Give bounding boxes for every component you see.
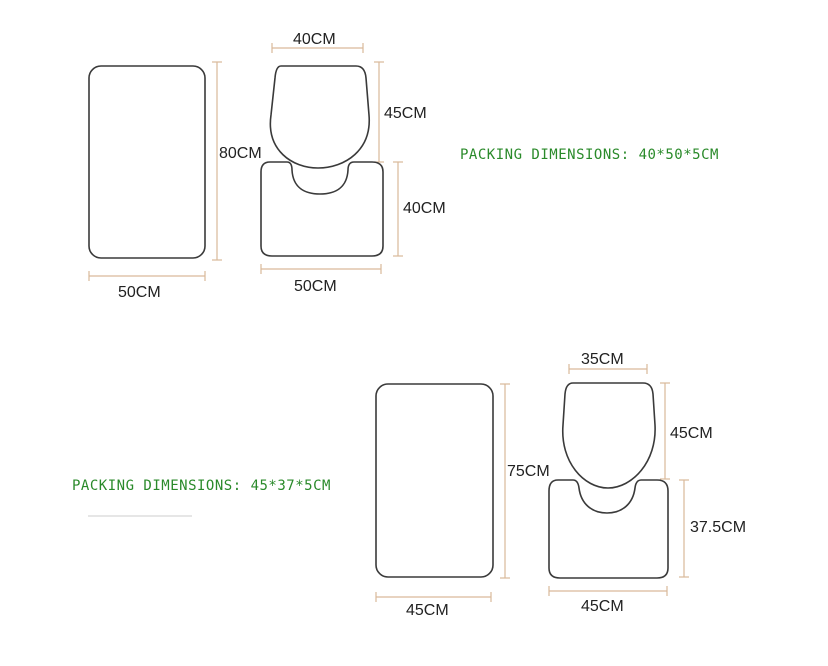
set1-lid-height-label: 45CM [384,105,427,122]
set1-contour-width-label: 50CM [294,278,337,295]
set2-lid-height-label: 45CM [670,425,713,442]
set1-bath-mat-width-label: 50CM [118,284,161,301]
set2-contour-width-label: 45CM [581,598,624,615]
set2-lid-width-label: 35CM [581,351,624,368]
set2-packing-dimensions: PACKING DIMENSIONS: 45*37*5CM [72,478,331,494]
set1-contour-mat-outline [260,161,384,257]
set2-bath-mat-outline [375,383,494,578]
set1-bath-mat-height-label: 80CM [219,145,262,162]
set1-bath-mat-outline [88,65,206,259]
set1-lid-width-label: 40CM [293,31,336,48]
set1-contour-height-label: 40CM [403,200,446,217]
set2-bath-mat-height-label: 75CM [507,463,550,480]
set2-group: 45CM 75CM 35CM 45CM 45CM 37.5CM PACKING … [72,351,746,619]
set2-contour-height-label: 37.5CM [690,519,746,536]
set2-contour-mat-outline [548,479,669,579]
set2-bath-mat-width-label: 45CM [406,602,449,619]
set1-lid-cover-outline [269,65,370,169]
set1-group: 50CM 80CM 40CM 45CM 50CM 40CM PACKING DI… [88,31,719,301]
set1-packing-dimensions: PACKING DIMENSIONS: 40*50*5CM [460,147,719,163]
set2-lid-cover-outline [562,382,656,489]
